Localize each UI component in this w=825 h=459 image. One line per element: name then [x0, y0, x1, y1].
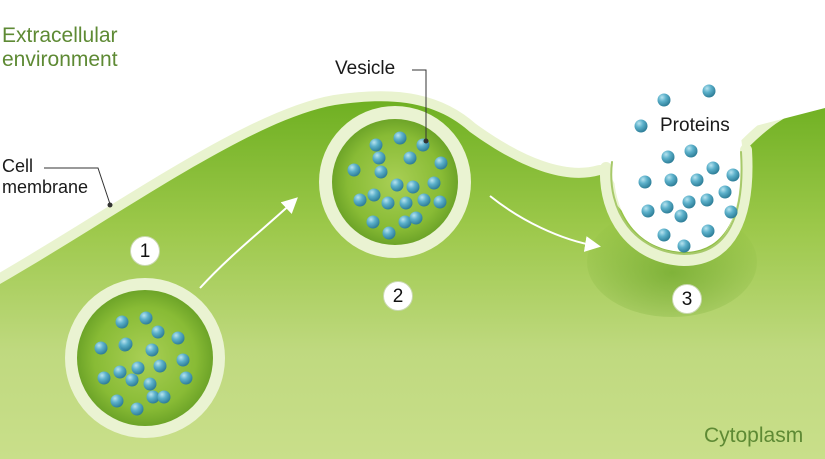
- protein-sphere: [726, 168, 740, 182]
- protein-sphere: [660, 200, 674, 214]
- protein-sphere: [398, 215, 412, 229]
- protein-sphere: [130, 402, 144, 416]
- protein-sphere: [433, 195, 447, 209]
- protein-sphere: [110, 394, 124, 408]
- protein-sphere: [125, 373, 139, 387]
- protein-sphere: [657, 93, 671, 107]
- protein-sphere: [657, 228, 671, 242]
- protein-sphere: [724, 205, 738, 219]
- protein-sphere: [638, 175, 652, 189]
- protein-sphere: [374, 165, 388, 179]
- protein-sphere: [684, 144, 698, 158]
- protein-sphere: [702, 84, 716, 98]
- protein-sphere: [119, 337, 133, 351]
- protein-sphere: [661, 150, 675, 164]
- protein-sphere: [706, 161, 720, 175]
- protein-sphere: [372, 151, 386, 165]
- pocket-membrane: [599, 144, 753, 267]
- protein-sphere: [382, 226, 396, 240]
- protein-sphere: [143, 377, 157, 391]
- protein-sphere: [634, 119, 648, 133]
- vesicle-2-proteins: [347, 131, 448, 240]
- protein-sphere: [139, 311, 153, 325]
- protein-sphere: [434, 156, 448, 170]
- protein-sphere: [399, 196, 413, 210]
- protein-sphere: [700, 193, 714, 207]
- protein-sphere: [366, 215, 380, 229]
- vesicle-1: [77, 290, 213, 426]
- protein-sphere: [427, 176, 441, 190]
- protein-sphere: [153, 359, 167, 373]
- proteins-label: Proteins: [660, 115, 730, 136]
- protein-sphere: [406, 180, 420, 194]
- protein-sphere: [369, 138, 383, 152]
- protein-sphere: [157, 390, 171, 404]
- released-proteins: [634, 84, 740, 253]
- step-3-badge: 3: [672, 284, 702, 314]
- protein-sphere: [176, 353, 190, 367]
- protein-sphere: [347, 163, 361, 177]
- protein-sphere: [417, 193, 431, 207]
- vesicle-leader: [412, 69, 427, 140]
- protein-sphere: [690, 173, 704, 187]
- protein-sphere: [113, 365, 127, 379]
- arrow-2-to-3: [489, 195, 601, 252]
- protein-sphere: [682, 195, 696, 209]
- protein-sphere: [403, 151, 417, 165]
- vesicle-1-proteins: [94, 311, 193, 416]
- protein-sphere: [641, 204, 655, 218]
- protein-sphere: [390, 178, 404, 192]
- protein-sphere: [409, 211, 423, 225]
- protein-sphere: [381, 196, 395, 210]
- vesicle-label: Vesicle: [335, 58, 396, 79]
- protein-sphere: [146, 390, 160, 404]
- protein-sphere: [97, 371, 111, 385]
- cytoplasm-label: Cytoplasm: [704, 424, 804, 447]
- protein-sphere: [701, 224, 715, 238]
- arrow-1-to-2: [199, 197, 298, 289]
- cell-membrane-label: Cell membrane: [2, 156, 89, 197]
- protein-sphere: [115, 315, 129, 329]
- step-1-badge: 1: [130, 236, 160, 266]
- protein-sphere: [718, 185, 732, 199]
- protein-sphere: [145, 343, 159, 357]
- protein-sphere: [151, 325, 165, 339]
- protein-sphere: [353, 193, 367, 207]
- protein-sphere: [674, 209, 688, 223]
- protein-sphere: [179, 371, 193, 385]
- protein-sphere: [94, 341, 108, 355]
- protein-sphere: [393, 131, 407, 145]
- open-vesicle-pocket: [600, 0, 825, 252]
- step-2-badge: 2: [383, 281, 413, 311]
- protein-sphere: [367, 188, 381, 202]
- extracellular-label: Extracellular environment: [2, 24, 118, 71]
- protein-sphere: [171, 331, 185, 345]
- cell-membrane-leader: [44, 167, 111, 205]
- protein-sphere: [677, 239, 691, 253]
- protein-sphere: [131, 361, 145, 375]
- protein-sphere: [664, 173, 678, 187]
